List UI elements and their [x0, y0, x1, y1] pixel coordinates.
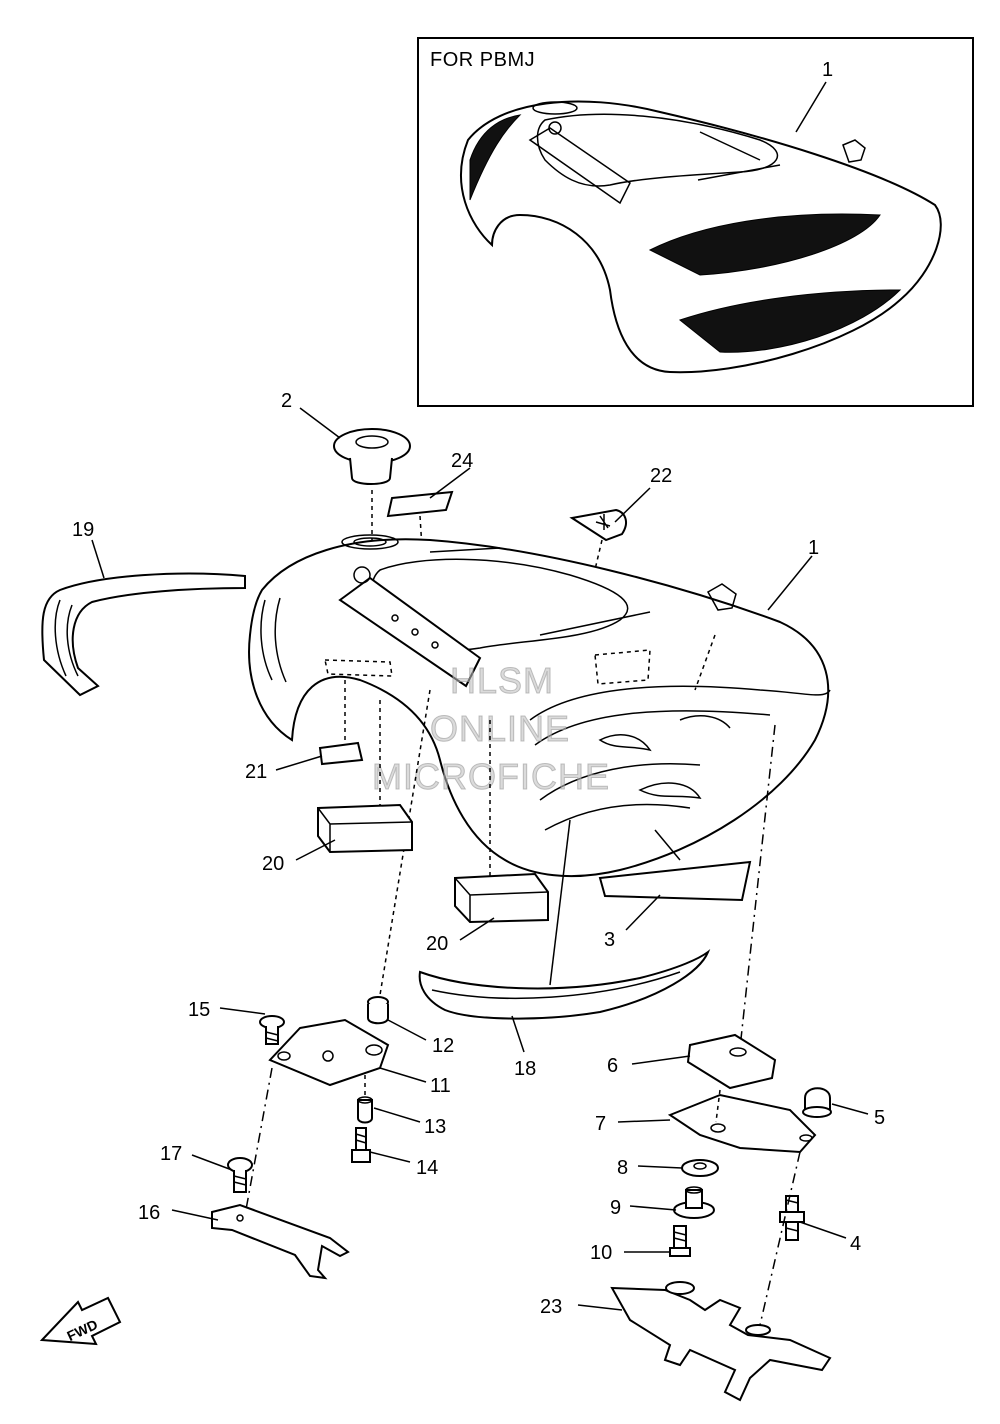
watermark-line-3: MICROFICHE	[372, 756, 610, 797]
callout-9: 9	[610, 1197, 621, 1219]
callout-23: 23	[540, 1296, 562, 1318]
pad-3	[598, 860, 752, 902]
bracket-16	[211, 1203, 350, 1280]
watermark-line-1: HLSM	[450, 660, 554, 701]
callout-16: 16	[138, 1202, 160, 1224]
callout-18: 18	[514, 1058, 536, 1080]
inset-callout-1: 1	[822, 59, 833, 81]
side-strip-19	[41, 572, 246, 697]
label-24-decal	[386, 490, 454, 518]
bolt-4	[779, 1195, 805, 1241]
bolt-14	[351, 1127, 371, 1163]
callout-3: 3	[604, 929, 615, 951]
fuel-cap	[333, 428, 411, 485]
callout-21: 21	[245, 761, 267, 783]
bolt-10	[669, 1225, 691, 1257]
inset-panel: FOR PBMJ 1	[417, 37, 974, 407]
callout-12: 12	[432, 1035, 454, 1057]
watermark: HLSM ONLINE MICROFICHE	[372, 660, 610, 798]
washer-8	[681, 1159, 719, 1177]
damper-20-right	[454, 872, 549, 924]
lower-strip-18	[418, 949, 711, 1020]
nut-5	[802, 1087, 832, 1118]
callout-6: 6	[607, 1055, 618, 1077]
watermark-line-2: ONLINE	[430, 708, 570, 749]
bolt-15	[259, 1015, 285, 1045]
callout-22: 22	[650, 465, 672, 487]
callout-15: 15	[188, 999, 210, 1021]
callout-14: 14	[416, 1157, 438, 1179]
callout-10: 10	[590, 1242, 612, 1264]
callout-4: 4	[850, 1233, 861, 1255]
grommet-12	[367, 996, 389, 1025]
mount-6	[686, 1033, 777, 1090]
screw-17	[227, 1157, 253, 1193]
callout-8: 8	[617, 1157, 628, 1179]
callout-20-right: 20	[426, 933, 448, 955]
bracket-23	[610, 1281, 832, 1402]
fwd-arrow: FWD	[39, 1296, 122, 1346]
inset-title: FOR PBMJ	[430, 49, 535, 71]
collar-9	[673, 1186, 715, 1219]
emblem-22	[569, 508, 627, 542]
callout-20-left: 20	[262, 853, 284, 875]
bracket-11	[268, 1018, 390, 1087]
callout-19: 19	[72, 519, 94, 541]
callouts: 2 24 22 19 1 21 20 20 3 15 12 11 18 13 1…	[72, 390, 885, 1318]
callout-1: 1	[808, 537, 819, 559]
leader-lines	[91, 407, 869, 1311]
callout-2: 2	[281, 390, 292, 412]
callout-11: 11	[430, 1075, 451, 1097]
callout-7: 7	[595, 1113, 606, 1135]
callout-24: 24	[451, 450, 473, 472]
pad-21	[318, 741, 364, 766]
collar-13	[357, 1096, 373, 1124]
inset-fuel-tank	[460, 100, 942, 374]
callout-13: 13	[424, 1116, 446, 1138]
callout-5: 5	[874, 1107, 885, 1129]
main-fuel-tank	[248, 534, 831, 878]
bracket-7	[667, 1093, 817, 1154]
callout-17: 17	[160, 1143, 182, 1165]
damper-20-left	[317, 803, 413, 854]
